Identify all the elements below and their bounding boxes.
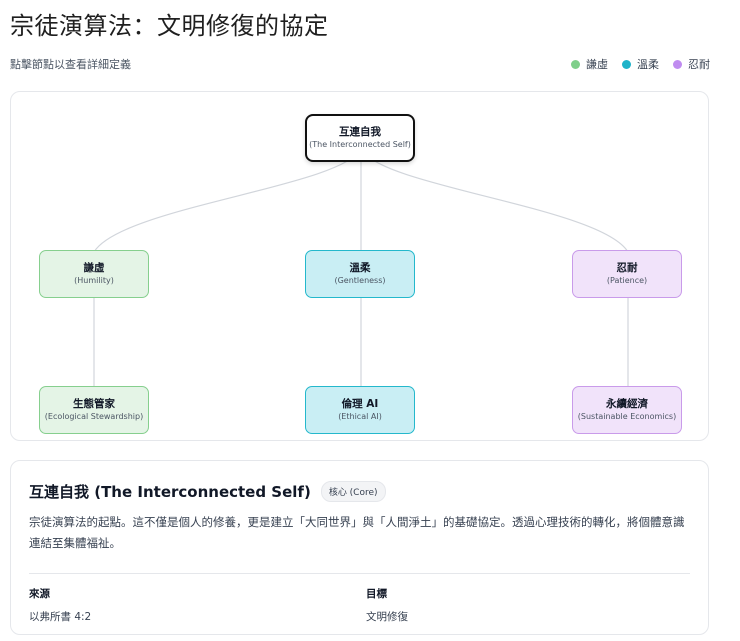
detail-description: 宗徒演算法的起點。這不僅是個人的修養，更是建立「大同世界」與「人間淨土」的基礎協… xyxy=(29,515,685,550)
legend: 謙虛 溫柔 忍耐 xyxy=(571,56,710,72)
detail-card: 互連自我 (The Interconnected Self) 核心 (Core)… xyxy=(10,460,709,635)
source-meta: 來源 以弗所書 4:2 xyxy=(29,586,91,624)
node-title: 倫理 AI xyxy=(341,397,379,410)
node-title: 生態管家 xyxy=(73,397,115,410)
node-title: 永續經濟 xyxy=(606,397,648,410)
source-label: 來源 xyxy=(29,588,50,600)
node-ecological-stewardship[interactable]: 生態管家 (Ecological Stewardship) xyxy=(39,386,149,434)
edge-core-patience xyxy=(360,148,629,253)
node-sustainable-economics[interactable]: 永續經濟 (Sustainable Economics) xyxy=(572,386,682,434)
legend-dot-icon xyxy=(571,59,580,69)
legend-label: 忍耐 xyxy=(688,58,710,71)
edge-core-humility xyxy=(93,148,362,253)
goal-label: 目標 xyxy=(366,588,387,600)
node-ethical-ai[interactable]: 倫理 AI (Ethical AI) xyxy=(305,386,415,434)
connector-lines xyxy=(93,148,629,388)
node-subtitle: (Gentleness) xyxy=(334,276,386,286)
node-patience[interactable]: 忍耐 (Patience) xyxy=(572,250,682,298)
node-title: 溫柔 xyxy=(349,261,371,274)
node-subtitle: (The Interconnected Self) xyxy=(309,140,411,150)
page-title: 宗徒演算法：文明修復的協定 xyxy=(10,12,329,40)
node-subtitle: (Patience) xyxy=(606,276,648,286)
node-subtitle: (Ecological Stewardship) xyxy=(44,412,144,422)
node-gentleness[interactable]: 溫柔 (Gentleness) xyxy=(305,250,415,298)
legend-item-patience: 忍耐 xyxy=(673,56,710,72)
node-subtitle: (Humility) xyxy=(74,276,114,286)
legend-dot-icon xyxy=(673,59,682,69)
legend-label: 溫柔 xyxy=(637,58,659,71)
diagram-panel: 互連自我 (The Interconnected Self) 謙虛 (Humil… xyxy=(10,91,709,441)
divider xyxy=(29,573,690,574)
node-title: 互連自我 xyxy=(339,125,381,138)
node-interconnected-self[interactable]: 互連自我 (The Interconnected Self) xyxy=(305,114,415,162)
node-title: 謙虛 xyxy=(83,261,105,274)
goal-value: 文明修復 xyxy=(366,611,408,623)
legend-dot-icon xyxy=(622,59,631,69)
source-value: 以弗所書 4:2 xyxy=(29,611,92,623)
node-subtitle: (Sustainable Economics) xyxy=(577,412,677,422)
legend-item-gentleness: 溫柔 xyxy=(622,56,659,72)
node-title: 忍耐 xyxy=(616,261,638,274)
detail-title: 互連自我 (The Interconnected Self) xyxy=(29,483,311,501)
core-badge: 核心 (Core) xyxy=(320,481,386,502)
node-subtitle: (Ethical AI) xyxy=(338,412,382,422)
node-humility[interactable]: 謙虛 (Humility) xyxy=(39,250,149,298)
goal-meta: 目標 文明修復 xyxy=(366,586,408,624)
legend-item-humility: 謙虛 xyxy=(571,56,608,72)
legend-label: 謙虛 xyxy=(586,58,608,71)
detail-header: 互連自我 (The Interconnected Self) 核心 (Core) xyxy=(29,481,386,502)
hint-text: 點擊節點以查看詳細定義 xyxy=(10,58,131,71)
